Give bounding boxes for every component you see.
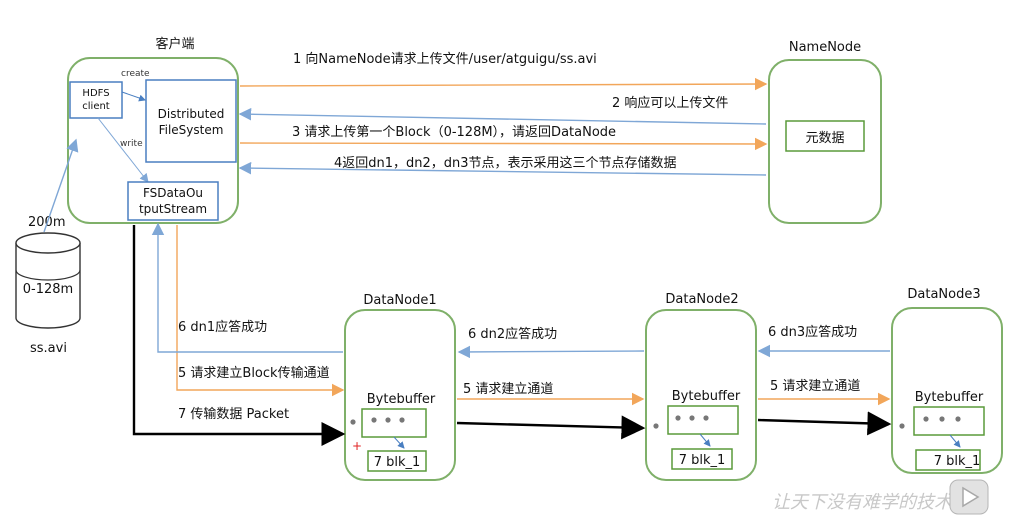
fsdos-label-1: FSDataOu — [143, 186, 203, 200]
watermark: 让天下没有难学的技术 — [772, 492, 954, 513]
dfs-label-2: FileSystem — [159, 123, 224, 137]
datanode2-packet-dot — [675, 415, 681, 421]
client-title: 客户端 — [155, 36, 194, 52]
hdfs-client-label-1: HDFS — [82, 88, 109, 99]
datanode2-flush-arrow — [699, 433, 711, 447]
distributed-filesystem-box — [145, 79, 237, 163]
file-cylinder-top — [15, 232, 81, 254]
datanode2-packet-dot — [689, 415, 695, 421]
file-block-divider — [15, 269, 81, 281]
datanode1-flush-arrow — [393, 436, 405, 449]
datanode1-title: DataNode1 — [363, 293, 436, 308]
step6-dn1-label: 6 dn1应答成功 — [178, 319, 267, 335]
create-arrow — [121, 91, 146, 102]
datanode3-buffer-label: Bytebuffer — [915, 390, 984, 405]
datanode3-packet-dot — [899, 423, 905, 429]
datanode1-packet-dot — [399, 417, 405, 423]
file-block-label: 0-128m — [23, 282, 73, 297]
step7-packet-arrow — [132, 225, 346, 446]
datanode1-packet-dot — [350, 419, 356, 425]
datanode2-buffer-label: Bytebuffer — [672, 389, 741, 404]
step2-arrow — [238, 107, 767, 125]
plus-mark: + — [352, 439, 362, 453]
hdfs-client-box — [69, 81, 123, 119]
dn2-to-dn3-data-arrow — [757, 411, 892, 436]
fsdos-label-2: tputStream — [139, 202, 207, 216]
datanode1-packet-dot — [385, 417, 391, 423]
datanode1-block-label: 7 blk_1 — [374, 455, 421, 470]
metadata-box — [785, 120, 865, 152]
datanode2-block-label: 7 blk_1 — [679, 453, 726, 468]
datanode3-block-label: 7 blk_1 — [934, 454, 981, 469]
dfs-label-1: Distributed — [158, 107, 225, 121]
datanode2-packet-dot — [653, 423, 659, 429]
step5-client-label: 5 请求建立Block传输通道 — [178, 365, 330, 381]
file-cylinder-body — [15, 243, 81, 329]
step2-label: 2 响应可以上传文件 — [612, 95, 728, 111]
datanode3-bytebuffer — [913, 406, 985, 436]
step6-dn2-arrow — [457, 345, 645, 359]
datanode3-block-box — [915, 449, 981, 471]
file-to-client-arrow — [43, 138, 79, 233]
play-icon[interactable] — [949, 479, 989, 515]
datanode3-flush-arrow — [949, 434, 961, 448]
datanode1-packet-dot — [371, 417, 377, 423]
step7-label: 7 传输数据 Packet — [178, 406, 289, 422]
datanode2-block-box — [671, 448, 733, 470]
namenode-title: NameNode — [789, 40, 861, 55]
write-arrow — [97, 117, 149, 183]
step3-arrow — [239, 137, 768, 151]
step3-label: 3 请求上传第一个Block（0-128M），请返回DataNode — [292, 125, 616, 140]
datanode2-packet-dot — [703, 415, 709, 421]
step1-arrow — [239, 77, 768, 91]
datanode2-box — [645, 309, 757, 481]
step4-arrow — [238, 161, 767, 176]
step5-dn2-label: 5 请求建立通道 — [463, 382, 553, 397]
step6-dn2-label: 6 dn2应答成功 — [468, 326, 557, 342]
create-label: create — [121, 69, 150, 79]
datanode2-bytebuffer — [667, 405, 739, 435]
hdfs-client-label-2: client — [82, 101, 110, 112]
step5-client-arrow — [176, 225, 345, 397]
datanode1-buffer-label: Bytebuffer — [367, 392, 436, 407]
datanode1-block-box — [367, 450, 427, 472]
step6-dn1-arrow — [151, 222, 343, 353]
write-label: write — [120, 139, 143, 149]
datanode1-bytebuffer — [361, 408, 427, 438]
metadata-label: 元数据 — [805, 131, 844, 146]
step1-label: 1 向NameNode请求上传文件/user/atguigu/ss.avi — [293, 51, 597, 67]
step4-label: 4返回dn1，dn2，dn3节点，表示采用这三个节点存储数据 — [334, 155, 677, 171]
dn1-to-dn2-data-arrow — [456, 415, 646, 440]
step5-dn3-label: 5 请求建立通道 — [770, 379, 860, 394]
datanode3-title: DataNode3 — [907, 287, 980, 302]
file-name-label: ss.avi — [30, 341, 67, 356]
step6-dn3-label: 6 dn3应答成功 — [768, 324, 857, 340]
datanode3-packet-dot — [923, 416, 929, 422]
datanode3-packet-dot — [955, 416, 961, 422]
datanode2-title: DataNode2 — [665, 292, 738, 307]
fsdataoutputstream-box — [127, 181, 219, 221]
datanode3-packet-dot — [939, 416, 945, 422]
